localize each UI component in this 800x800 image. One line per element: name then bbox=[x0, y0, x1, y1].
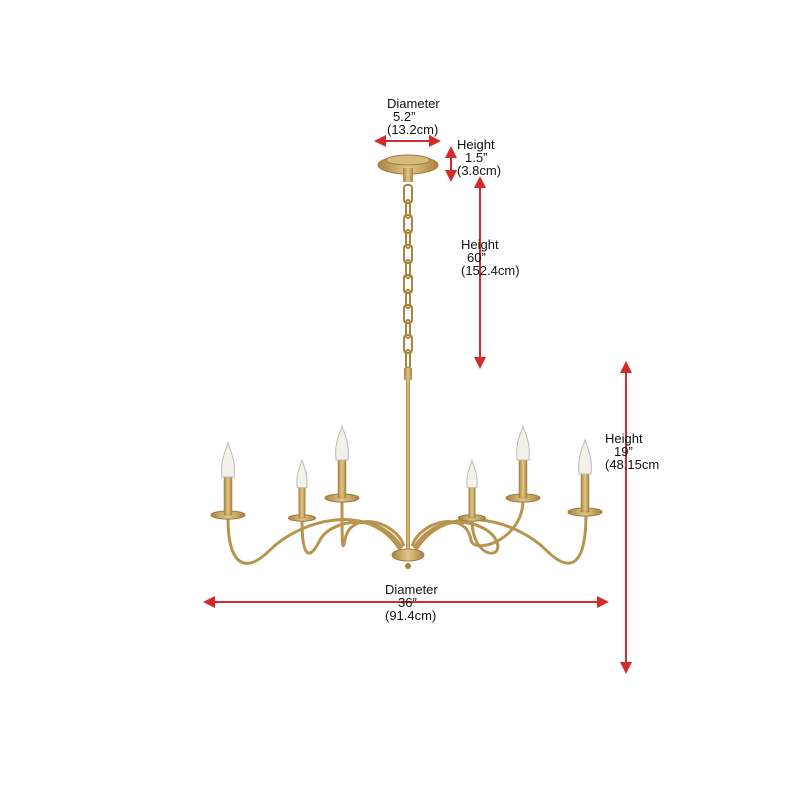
dimension-title: Height bbox=[461, 237, 499, 252]
dimension-imperial: 19” bbox=[614, 444, 633, 459]
arms bbox=[226, 499, 588, 565]
dimension-metric: (3.8cm) bbox=[457, 163, 502, 178]
center-rod bbox=[406, 380, 410, 550]
center-body bbox=[391, 548, 425, 569]
dimension-title: Diameter bbox=[387, 96, 440, 111]
candle-arm bbox=[287, 458, 317, 522]
candle-arm bbox=[567, 438, 603, 517]
dimension-title: Diameter bbox=[385, 582, 438, 597]
dimension-imperial: 5.2” bbox=[393, 109, 416, 124]
label-canopy-height: Height 1.5” (3.8cm) bbox=[457, 138, 501, 177]
dimension-metric: (13.2cm) bbox=[387, 122, 439, 137]
dimension-title: Height bbox=[457, 137, 495, 152]
candle-arm bbox=[457, 458, 487, 522]
candle-arm bbox=[324, 424, 360, 503]
dimension-arrows bbox=[203, 135, 632, 674]
chain bbox=[403, 184, 413, 369]
dimension-metric: (48.15cm bbox=[605, 457, 660, 472]
dimension-imperial: 36” bbox=[398, 595, 417, 610]
chain-connector bbox=[404, 368, 412, 380]
dimension-imperial: 60” bbox=[467, 250, 486, 265]
canopy bbox=[377, 154, 439, 182]
dimension-imperial: 1.5” bbox=[465, 150, 488, 165]
dimension-title: Height bbox=[605, 431, 643, 446]
candle-arm bbox=[505, 424, 541, 503]
label-fixture-height: Height 19” (48.15cm bbox=[605, 432, 659, 471]
label-fixture-diameter: Diameter 36” (91.4cm) bbox=[385, 583, 438, 622]
label-canopy-diameter: Diameter 5.2” (13.2cm) bbox=[387, 97, 440, 136]
dimension-metric: (152.4cm) bbox=[461, 263, 520, 278]
candle-arm bbox=[210, 441, 246, 520]
dimension-metric: (91.4cm) bbox=[385, 608, 437, 623]
label-chain-height: Height 60” (152.4cm) bbox=[461, 238, 520, 277]
